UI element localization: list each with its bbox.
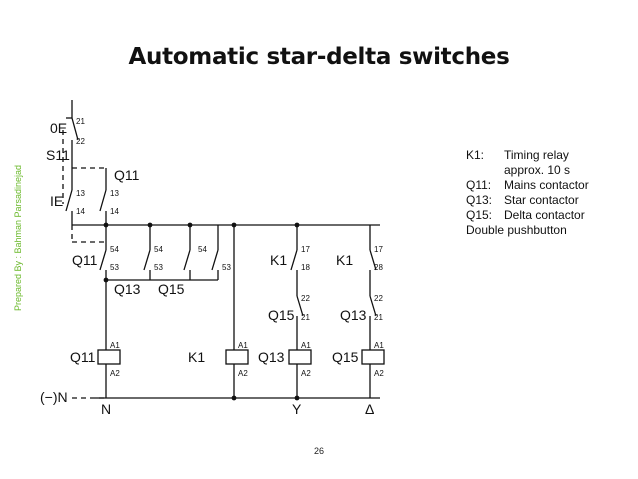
terminal-number: A1 <box>301 341 311 350</box>
legend-key: Q11: <box>466 178 492 192</box>
label-term-delta: Δ <box>365 401 374 417</box>
terminal-number: 14 <box>76 207 85 216</box>
q11-branch <box>97 225 121 398</box>
legend: K1: Timing relay approx. 10 s Q11: Mains c… <box>466 148 589 238</box>
label-s11-stop: 0E <box>50 120 67 136</box>
label-coil-q15: Q15 <box>332 349 359 365</box>
label-q11-top: Q11 <box>114 167 140 183</box>
junction-dot <box>187 222 193 228</box>
terminal-number: 21 <box>374 313 383 322</box>
coil-q11 <box>97 349 121 365</box>
terminal-number: 53 <box>110 263 119 272</box>
q13-branch <box>288 225 312 398</box>
legend-value: approx. 10 s <box>504 163 571 177</box>
legend-value: Double pushbutton <box>466 223 567 237</box>
terminal-number: 53 <box>154 263 163 272</box>
terminal-number: A2 <box>374 369 384 378</box>
label-s11: S11 <box>46 147 70 163</box>
label-term-n: N <box>101 401 111 417</box>
legend-key: K1: <box>466 148 485 162</box>
label-k1-c1: K1 <box>270 252 287 268</box>
terminal-number: 21 <box>76 117 85 126</box>
interlock-contacts <box>106 225 219 281</box>
junction-dot <box>231 222 237 228</box>
legend-key: Q13: <box>466 193 493 207</box>
legend-value: Delta contactor <box>504 208 585 222</box>
junction-dot <box>294 222 300 228</box>
junction-dot <box>103 277 109 283</box>
page-title: Automatic star-delta switches <box>128 44 510 70</box>
terminal-number: A1 <box>238 341 248 350</box>
q11-start-contact <box>99 168 107 225</box>
label-coil-q13: Q13 <box>258 349 285 365</box>
label-q15-inter: Q15 <box>158 281 185 297</box>
junction-dot <box>231 395 237 401</box>
label-k1-c2: K1 <box>336 252 353 268</box>
terminal-number: A2 <box>238 369 248 378</box>
legend-row: Q13: Star contactor <box>466 193 589 208</box>
label-q13-inter: Q13 <box>114 281 141 297</box>
label-term-y: Y <box>292 401 302 417</box>
terminal-number: 17 <box>374 245 383 254</box>
label-s11-start: IE <box>50 193 63 209</box>
terminal-number: 54 <box>198 245 207 254</box>
legend-row: Q11: Mains contactor <box>466 178 589 193</box>
terminal-number: 17 <box>301 245 310 254</box>
legend-value: Mains contactor <box>504 178 589 192</box>
legend-row: approx. 10 s <box>466 163 589 178</box>
terminal-number: 54 <box>154 245 163 254</box>
start-contact <box>65 189 73 212</box>
junction-dot <box>147 222 153 228</box>
coil-q15 <box>361 349 385 365</box>
label-q11-hold: Q11 <box>72 252 98 268</box>
terminal-number: A2 <box>301 369 311 378</box>
legend-row: Double pushbutton <box>466 223 589 238</box>
junction-dot <box>103 222 109 228</box>
terminal-number: 22 <box>76 137 85 146</box>
junction-dot <box>294 395 300 401</box>
q15-branch <box>361 225 385 398</box>
terminal-number: 53 <box>222 263 231 272</box>
legend-value: Star contactor <box>504 193 579 207</box>
terminal-number: 13 <box>76 189 85 198</box>
stop-contact <box>66 117 79 141</box>
terminal-number: A2 <box>110 369 120 378</box>
terminal-number: A1 <box>374 341 384 350</box>
label-q13-nc: Q13 <box>340 307 367 323</box>
terminal-number: 54 <box>110 245 119 254</box>
legend-row: K1: Timing relay <box>466 148 589 163</box>
page-number: 26 <box>313 446 324 456</box>
label-coil-k1: K1 <box>188 349 205 365</box>
legend-row: Q15: Delta contactor <box>466 208 589 223</box>
terminal-number: 28 <box>374 263 383 272</box>
coil-q13 <box>288 349 312 365</box>
coil-k1 <box>225 349 249 365</box>
terminal-number: 13 <box>110 189 119 198</box>
terminal-number: 18 <box>301 263 310 272</box>
terminal-number: 22 <box>374 294 383 303</box>
label-neutral: (−)N <box>40 389 68 405</box>
label-q15-nc: Q15 <box>268 307 295 323</box>
legend-value: Timing relay <box>504 148 569 162</box>
terminal-number: A1 <box>110 341 120 350</box>
terminal-number: 21 <box>301 313 310 322</box>
k1-branch <box>225 225 249 398</box>
legend-key: Q15: <box>466 208 493 222</box>
terminal-number: 22 <box>301 294 310 303</box>
terminal-number: 14 <box>110 207 119 216</box>
label-coil-q11: Q11 <box>70 349 96 365</box>
